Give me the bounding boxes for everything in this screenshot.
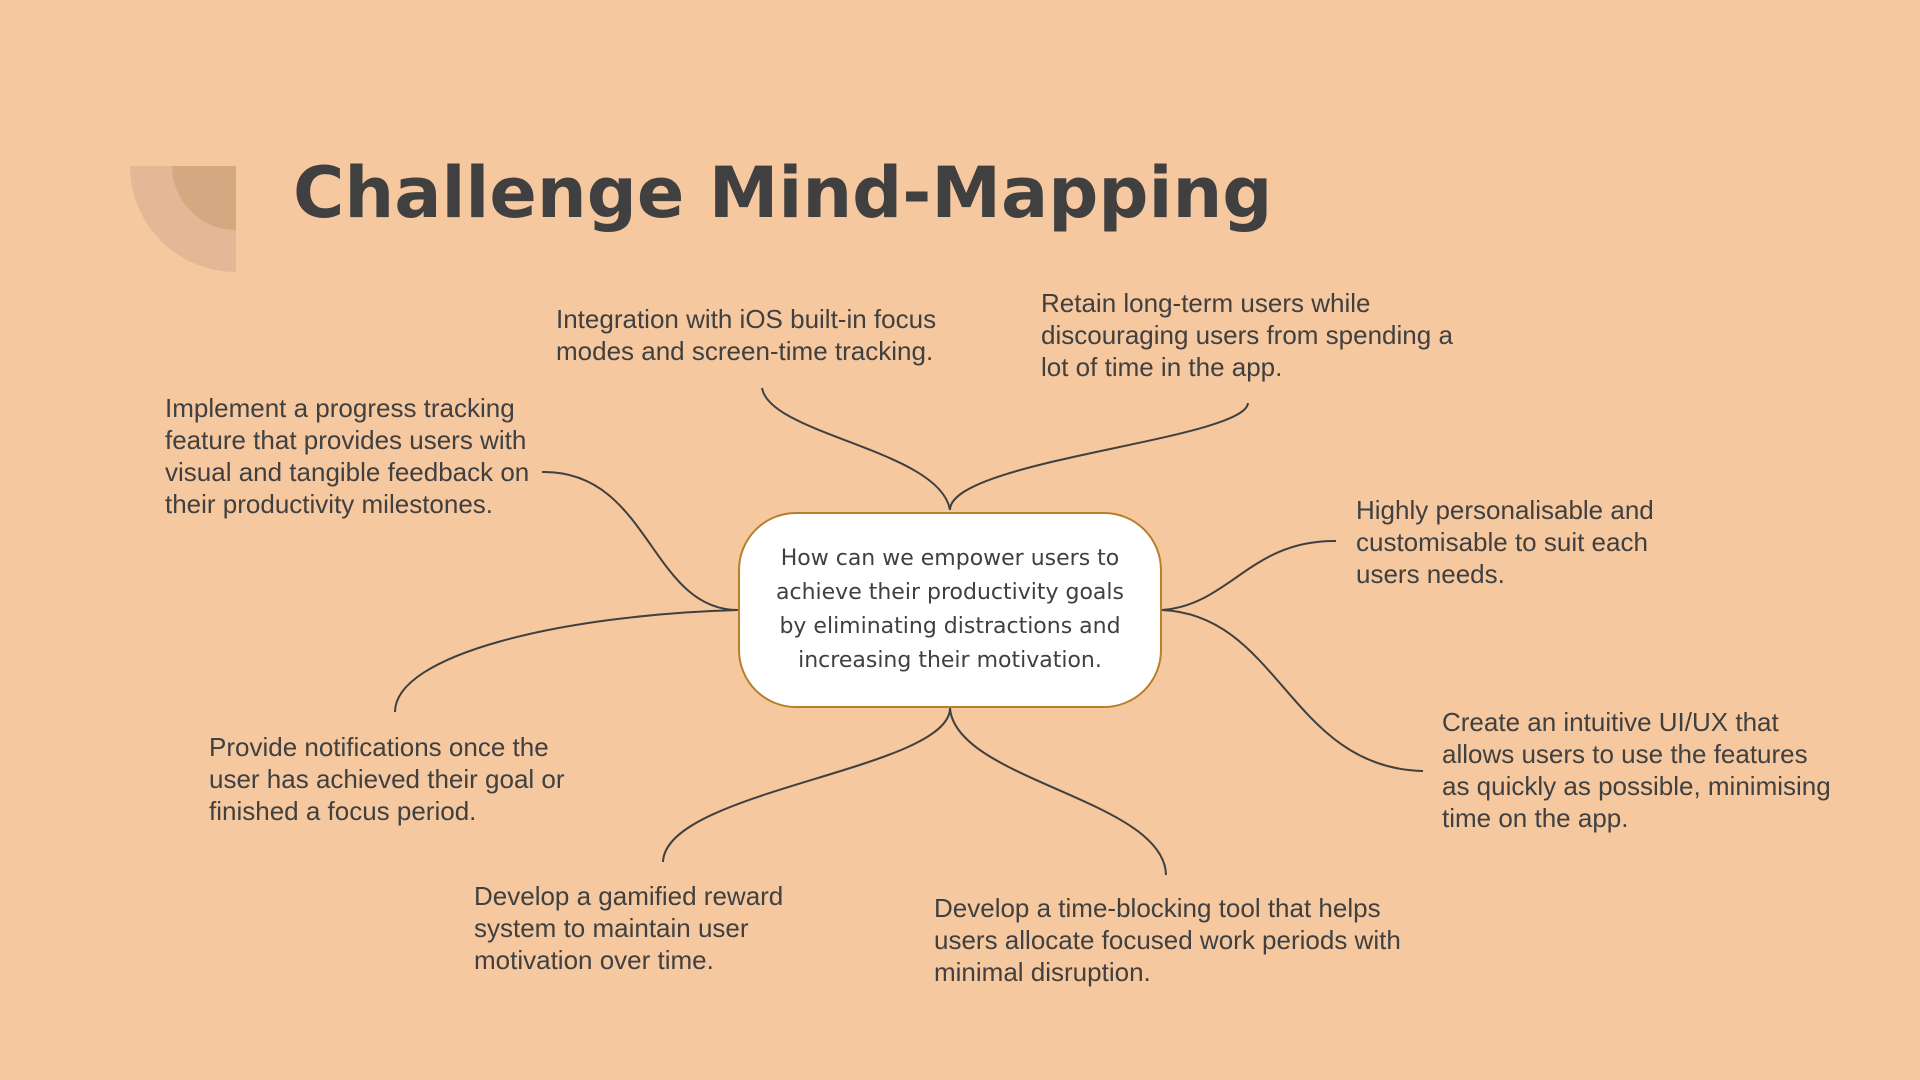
connector-time-blocking [949, 707, 1167, 876]
connector-notifications [394, 609, 739, 713]
quarter-circle-decoration [130, 166, 236, 272]
node-intuitive-ui: Create an intuitive UI/UX that allows us… [1442, 707, 1831, 833]
node-gamified-reward: Develop a gamified reward system to main… [474, 881, 784, 975]
connector-retain-users [949, 402, 1249, 511]
node-progress-tracking: Implement a progress tracking feature th… [165, 393, 530, 519]
page-title: Challenge Mind-Mapping [293, 152, 1273, 234]
connector-progress-tracking [541, 470, 739, 611]
connector-intuitive-ui [1161, 609, 1424, 772]
connector-personalisable [1161, 539, 1337, 611]
connector-ios-integration [761, 387, 951, 511]
node-ios-integration: Integration with iOS built-in focus mode… [556, 304, 937, 366]
node-personalisable: Highly personalisable and customisable t… [1356, 495, 1654, 589]
central-question-text: How can we empower users to achieve thei… [776, 546, 1124, 673]
node-notifications: Provide notifications once the user has … [209, 732, 565, 826]
connector-gamified-reward [662, 707, 951, 863]
node-time-blocking: Develop a time-blocking tool that helps … [934, 893, 1401, 987]
node-retain-users: Retain long-term users while discouragin… [1041, 288, 1453, 382]
central-question-node: How can we empower users to achieve thei… [738, 512, 1162, 708]
